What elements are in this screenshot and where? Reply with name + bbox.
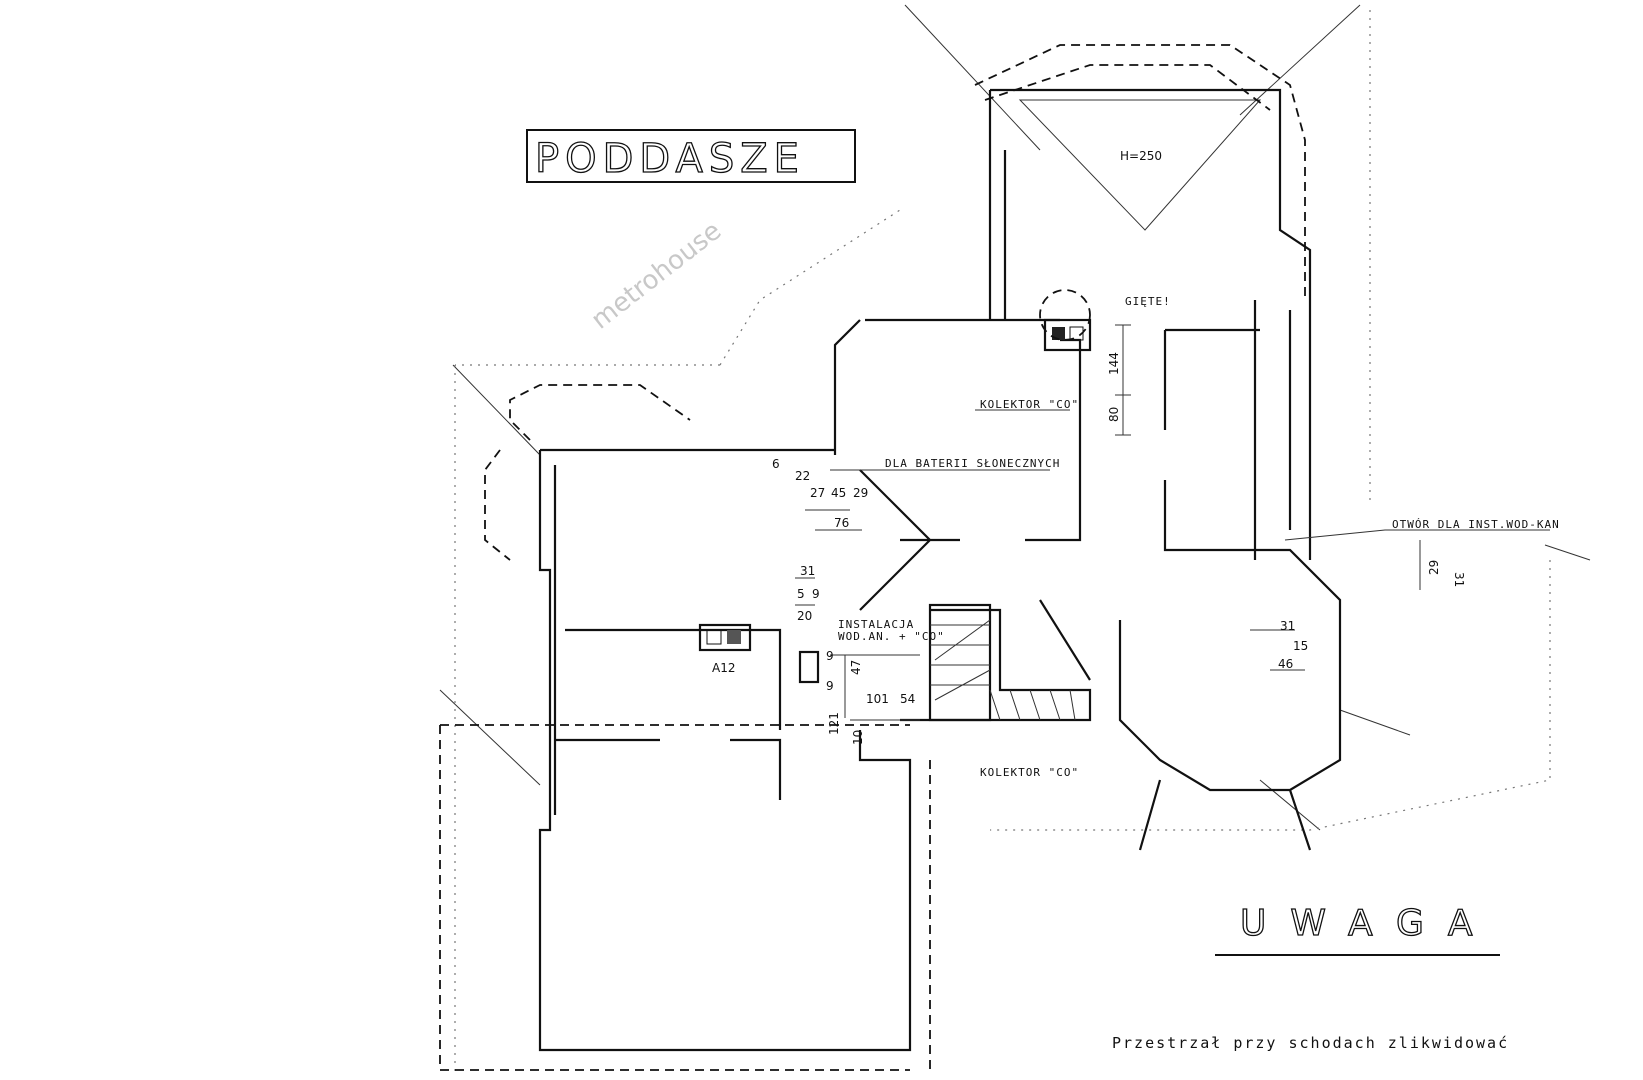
dim-9b: 9 [826,649,834,663]
title-frame [526,129,856,183]
dim-27: 27 [810,486,825,500]
label-kolektor-co-top: KOLEKTOR "CO" [980,398,1079,411]
note-heading: UWAGA [1240,903,1497,944]
drawing-title: PODDASZE [535,136,805,182]
dim-47: 47 [849,660,863,675]
label-instalacja-2: WOD.AN. + "CO" [838,630,945,643]
dim-45: 45 [831,486,846,500]
label-solar: DLA BATERII SŁONECZNYCH [885,457,1060,470]
dim-31c: 31 [1280,619,1295,633]
label-otwor: OTWÓR DLA INST.WOD-KAN [1392,518,1560,531]
dim-9c: 9 [826,679,834,693]
note-text: Przestrzał przy schodach zlikwidować [1112,1034,1509,1052]
dimension-lines [795,324,1550,721]
staircase[interactable] [928,603,1076,722]
dim-10: 10 [851,730,865,745]
roof-lines [439,4,1591,1075]
room-code: A12 [712,661,735,675]
label-giete: GIĘTE! [1125,295,1171,308]
dim-31a: 31 [800,564,815,578]
label-kolektor-co-bottom: KOLEKTOR "CO" [980,766,1079,779]
dim-80: 80 [1107,407,1121,422]
walls [538,88,1342,1052]
dim-29a: 29 [853,486,868,500]
roof-outline [439,44,1306,1071]
dim-15: 15 [1293,639,1308,653]
label-instalacja-1: INSTALACJA [838,618,914,631]
dim-31b: 31 [1452,572,1466,587]
dim-46: 46 [1278,657,1293,671]
watermark: metrohouse [586,216,727,336]
chimney-blocks [698,289,1092,684]
dim-121: 121 [827,712,841,735]
dim-20: 20 [797,609,812,623]
dim-6: 6 [772,457,780,471]
dim-101: 101 [866,692,889,706]
dim-29b: 29 [1427,560,1441,575]
dim-9a: 9 [812,587,820,601]
dim-144: 144 [1107,352,1121,375]
dim-5: 5 [797,587,805,601]
dim-76: 76 [834,516,849,530]
dim-22: 22 [795,469,810,483]
height-label: H=250 [1120,149,1162,163]
dim-54: 54 [900,692,915,706]
